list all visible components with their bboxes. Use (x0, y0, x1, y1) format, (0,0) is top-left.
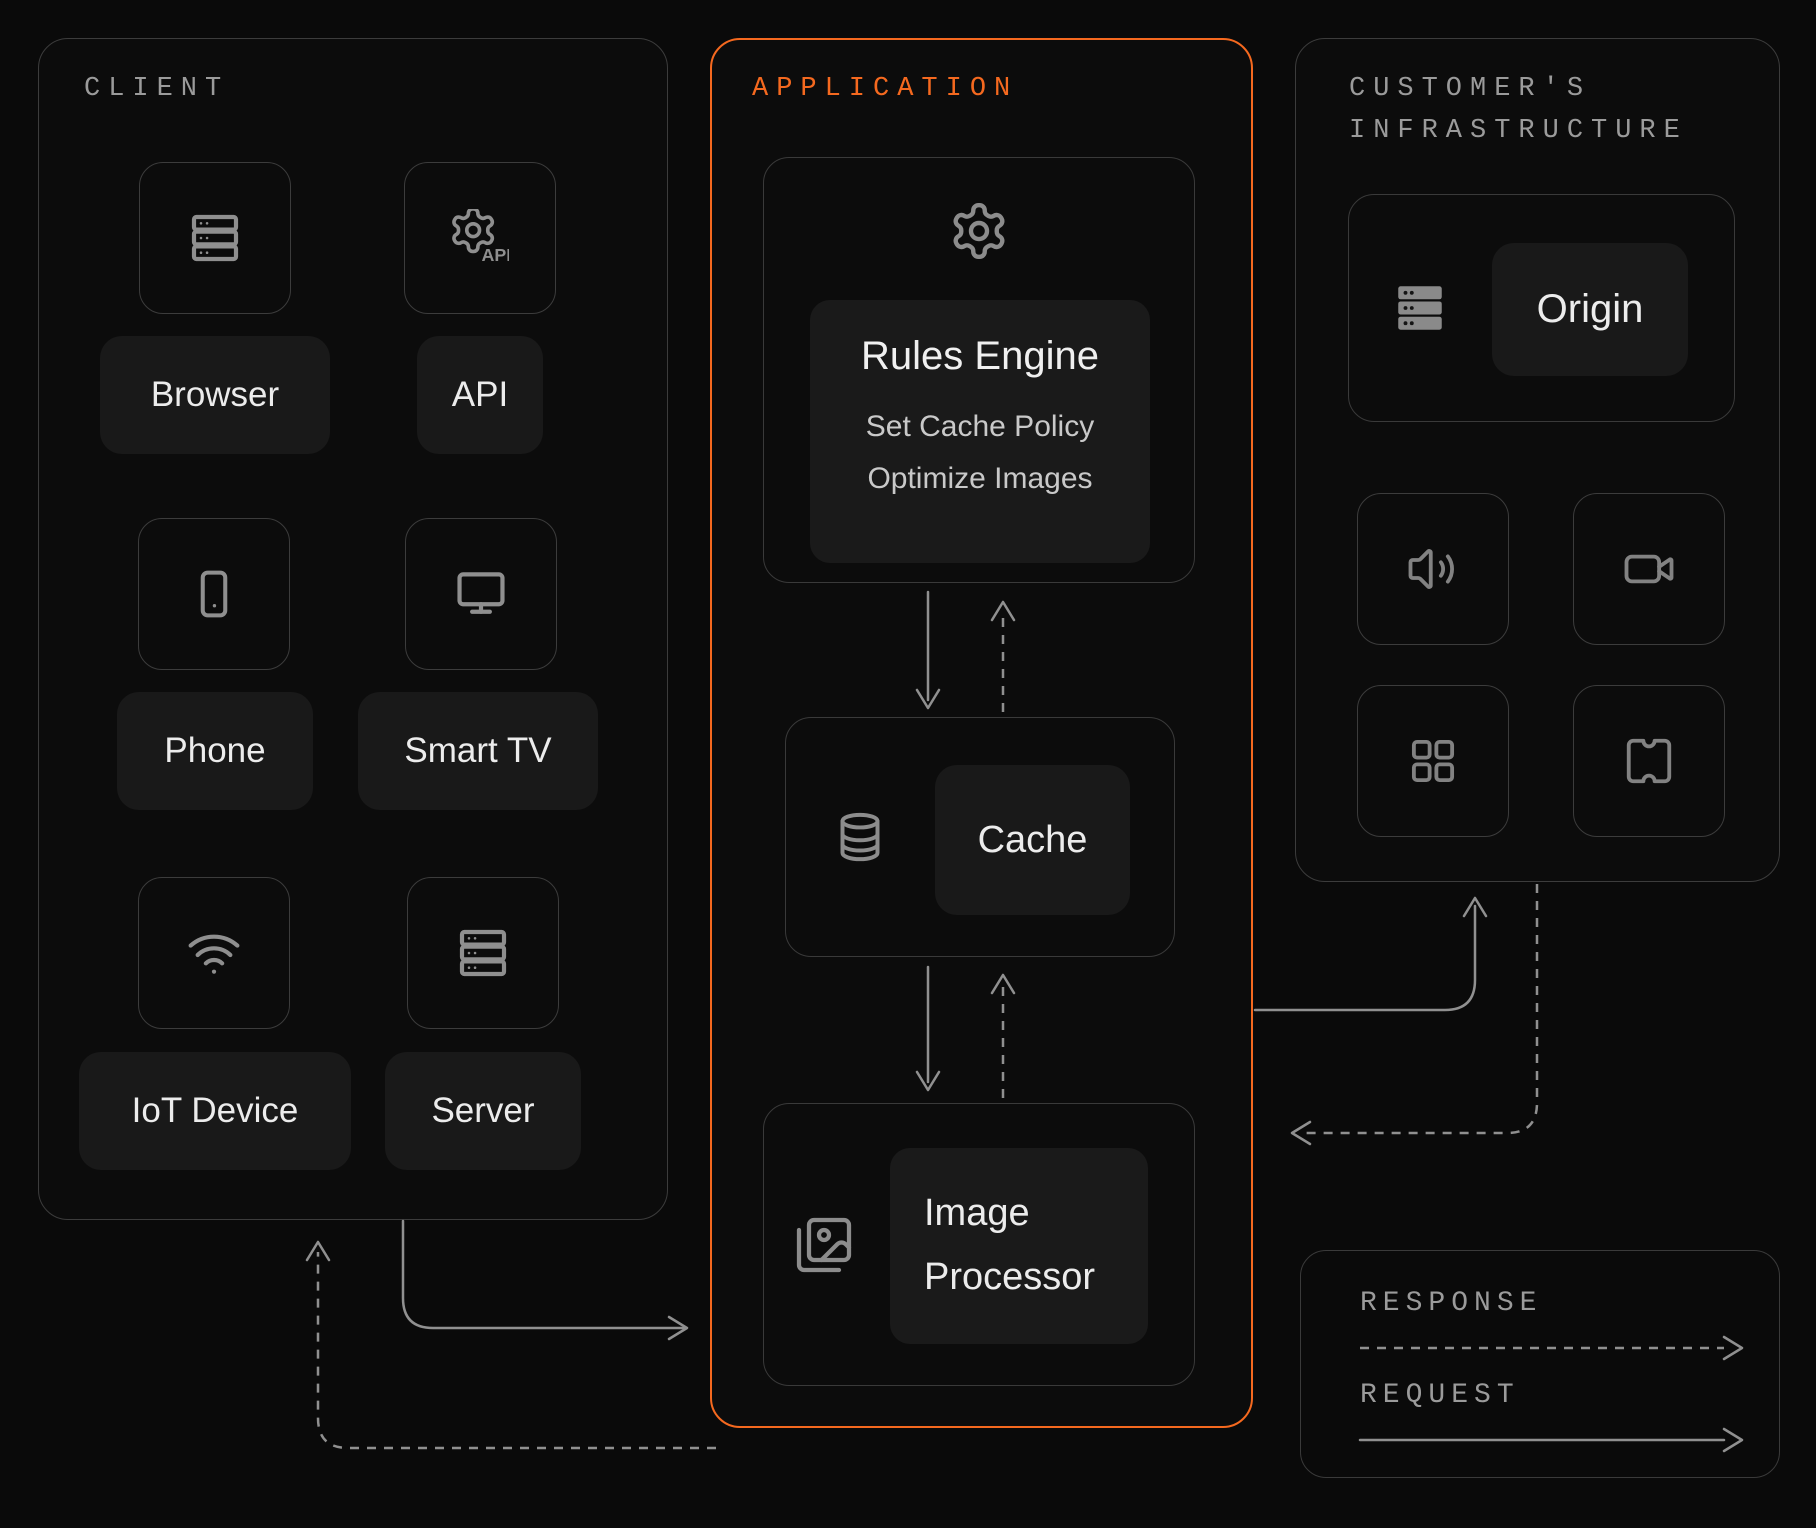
image-processor-label: Image Processor (890, 1148, 1148, 1344)
browser-label: Browser (100, 336, 330, 454)
application-panel-title: APPLICATION (752, 74, 1019, 104)
apps-service-box (1357, 685, 1509, 837)
server-rack-icon (459, 929, 507, 977)
rules-engine-heading: Rules Engine (861, 334, 1099, 378)
api-gear-icon: API (452, 209, 509, 265)
response-arrow-origin-to-app (1290, 884, 1539, 1146)
speaker-icon (1408, 549, 1454, 589)
origin-label: Origin (1492, 243, 1688, 376)
rules-engine-feature: Set Cache Policy (865, 410, 1095, 443)
cache-card (785, 717, 1175, 957)
smart-tv-icon-box (405, 518, 557, 670)
response-arrow-app-to-client (305, 1240, 716, 1450)
legend-box (1300, 1250, 1780, 1478)
image-processor-card (763, 1103, 1195, 1386)
legend-request-label: REQUEST (1360, 1380, 1520, 1411)
iot-device-label: IoT Device (79, 1052, 351, 1170)
request-arrow-client-to-app (401, 1219, 689, 1341)
server-rack-icon (191, 214, 239, 262)
images-icon (794, 1215, 854, 1275)
rules-engine-feature: Optimize Images (867, 462, 1093, 495)
legend-response-label: RESPONSE (1360, 1288, 1543, 1319)
origin-card (1348, 194, 1735, 422)
monitor-icon (457, 572, 505, 614)
server-icon-box (407, 877, 559, 1029)
iot-icon-box (138, 877, 290, 1029)
ticket-service-box (1573, 685, 1725, 837)
video-camera-icon (1624, 554, 1674, 584)
smart-tv-label: Smart TV (358, 692, 598, 810)
api-icon-box: API (404, 162, 556, 314)
phone-icon-box (138, 518, 290, 670)
cache-label: Cache (935, 765, 1130, 915)
phone-label: Phone (117, 692, 313, 810)
wifi-icon (188, 934, 240, 974)
server-rack-filled-icon (1391, 279, 1449, 337)
client-panel (38, 38, 668, 1220)
infrastructure-panel-title-line1: CUSTOMER'S (1349, 74, 1592, 104)
infrastructure-panel (1295, 38, 1780, 882)
video-service-box (1573, 493, 1725, 645)
rules-engine-card (763, 157, 1195, 583)
smartphone-icon (200, 570, 228, 618)
request-arrow-app-to-origin (1253, 896, 1488, 1012)
browser-icon-box (139, 162, 291, 314)
server-label: Server (385, 1052, 581, 1170)
audio-service-box (1357, 493, 1509, 645)
grid-icon (1411, 739, 1455, 783)
client-panel-title: CLIENT (84, 74, 230, 104)
gear-icon (948, 200, 1010, 262)
ticket-icon (1626, 738, 1672, 784)
infrastructure-panel-title-line2: INFRASTRUCTURE (1349, 116, 1688, 146)
rules-engine-box: Rules Engine Set Cache Policy Optimize I… (810, 300, 1150, 563)
database-icon (832, 809, 888, 865)
api-label: API (417, 336, 543, 454)
svg-text:API: API (481, 245, 509, 265)
